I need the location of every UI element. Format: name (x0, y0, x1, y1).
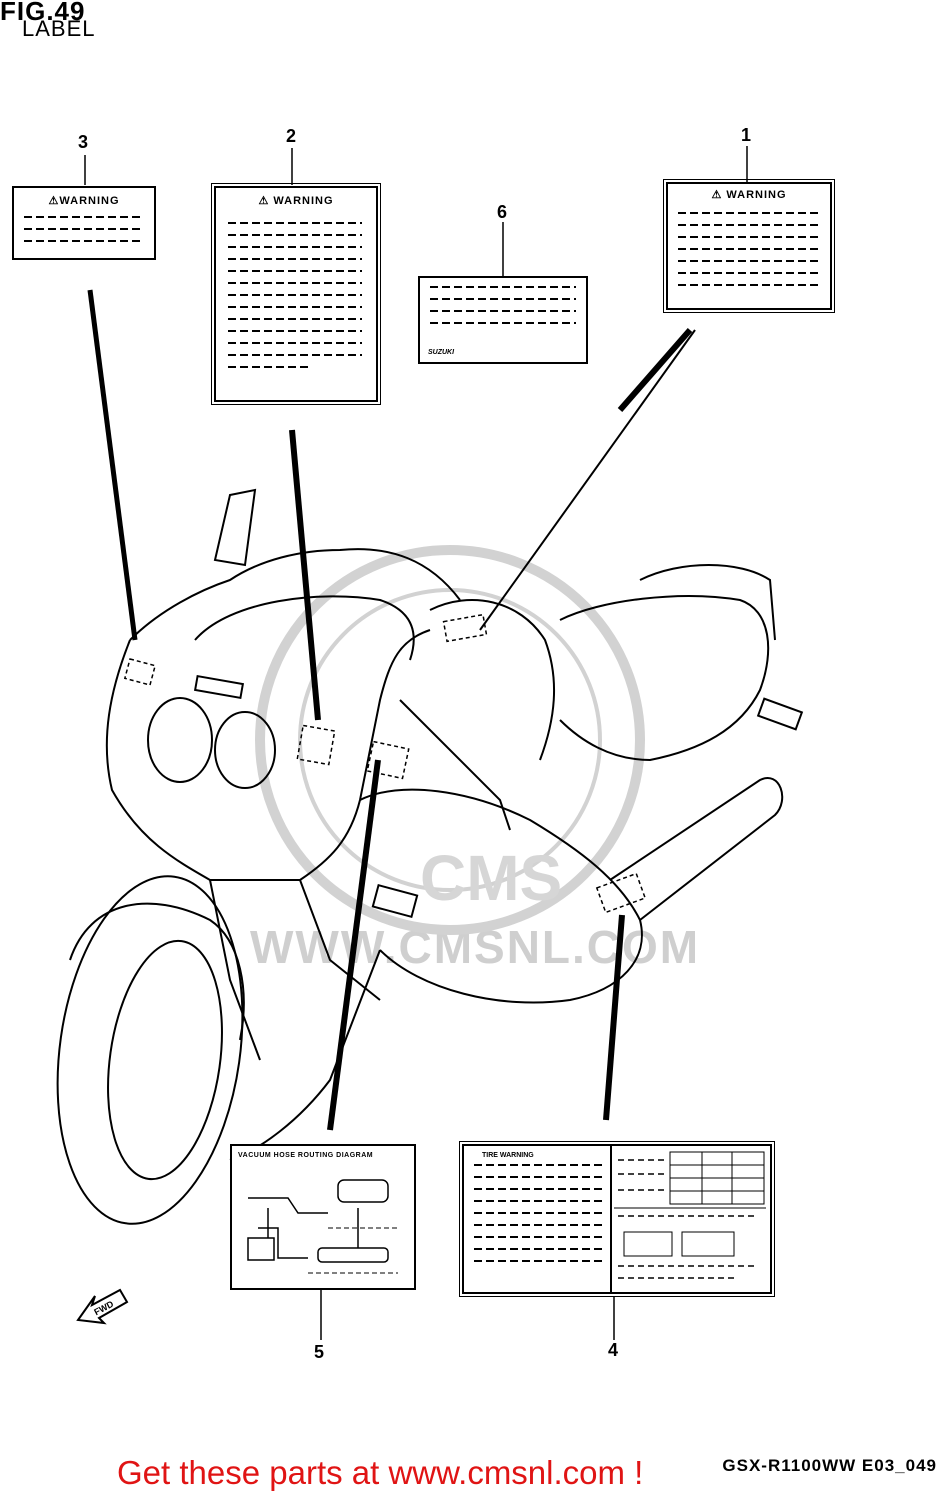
vacuum-hose-diagram (247, 1179, 398, 1274)
label-1-text (678, 212, 820, 296)
label-number-4: 4 (608, 1340, 619, 1360)
label-3-text (24, 216, 144, 252)
label-number-2: 2 (286, 126, 297, 146)
label-6-text (430, 286, 576, 334)
label-number-3: 3 (78, 132, 89, 152)
label-number-1: 1 (741, 125, 752, 145)
label-4-divider (610, 1146, 612, 1292)
label-5-heading: VACUUM HOSE ROUTING DIAGRAM (238, 1152, 374, 1159)
label-positions (123, 613, 647, 914)
label-4-text-left (474, 1164, 602, 1272)
label-2: ⚠ WARNING (211, 183, 381, 405)
fwd-arrow-icon (76, 1288, 129, 1325)
label-6: SUZUKI (418, 276, 588, 364)
label-4-table (614, 1151, 766, 1279)
label-1-heading: ⚠ WARNING (711, 189, 787, 201)
label-5: VACUUM HOSE ROUTING DIAGRAM (230, 1144, 416, 1290)
footer-ad-link[interactable]: Get these parts at www.cmsnl.com ! (117, 1454, 644, 1491)
label-3: ⚠WARNING (12, 186, 156, 260)
label-number-6: 6 (497, 202, 508, 222)
label-6-brand: SUZUKI (428, 349, 455, 356)
label-number-5: 5 (314, 1342, 325, 1362)
watermark-logo (255, 545, 645, 935)
watermark-logo-text: CMS (420, 842, 562, 914)
label-4: TIRE WARNING (459, 1141, 775, 1297)
label-3-heading: ⚠WARNING (48, 195, 120, 207)
bike-outline (56, 488, 804, 1225)
figure-title: FIG.49 (0, 0, 86, 26)
figure-code: GSX-R1100WW E03_049 (722, 1456, 937, 1475)
label-1: ⚠ WARNING (663, 179, 835, 313)
label-4-heading: TIRE WARNING (482, 1152, 534, 1159)
figure-subtitle: LABEL (22, 16, 96, 41)
label-2-heading: ⚠ WARNING (258, 195, 334, 207)
label-2-text (228, 222, 362, 378)
leader-lines (84, 146, 748, 1340)
